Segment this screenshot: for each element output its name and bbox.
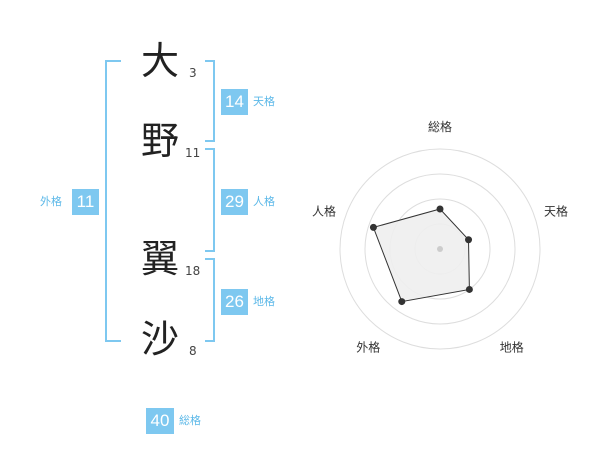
jinkaku-bracket <box>205 148 215 252</box>
chikaku-label: 地格 <box>253 295 275 308</box>
radar-ring-4 <box>339 148 541 350</box>
radar-center-dot <box>437 246 443 252</box>
radar-axis-label-2: 天格 <box>544 203 568 218</box>
name-char-4: 沙 <box>141 317 180 361</box>
radar-point-1 <box>436 205 444 213</box>
stroke-count-4: 8 <box>189 344 197 358</box>
name-char-3: 翼 <box>141 237 180 281</box>
tenkaku-label: 天格 <box>253 95 275 108</box>
name-char-2: 野 <box>141 119 180 163</box>
soukaku-value: 40 <box>146 408 174 434</box>
jinkaku-value: 29 <box>221 189 248 215</box>
tenkaku-value: 14 <box>221 89 248 115</box>
tenkaku-bracket <box>205 60 215 142</box>
gaikaku-value: 11 <box>72 189 99 215</box>
jinkaku-label: 人格 <box>253 195 275 208</box>
stroke-count-2: 11 <box>185 146 201 160</box>
gaikaku-bracket <box>105 60 121 342</box>
radar-point-5 <box>369 223 377 231</box>
name-char-1: 大 <box>141 39 180 83</box>
radar-point-3 <box>465 285 473 293</box>
radar-axis-label-5: 人格 <box>312 203 336 218</box>
radar-axis-label-1: 総格 <box>428 119 452 134</box>
radar-point-4 <box>398 298 406 306</box>
radar-axis-label-3: 地格 <box>500 340 524 355</box>
stroke-count-3: 18 <box>185 264 201 278</box>
chikaku-bracket <box>205 258 215 342</box>
gaikaku-label: 外格 <box>40 195 62 208</box>
chikaku-value: 26 <box>221 289 248 315</box>
radar-ring-3 <box>364 173 516 325</box>
radar-data-polygon <box>372 208 470 303</box>
soukaku-label: 総格 <box>179 414 201 427</box>
stroke-count-1: 3 <box>189 66 197 80</box>
radar-point-2 <box>465 236 473 244</box>
radar-axis-label-4: 外格 <box>356 340 380 355</box>
